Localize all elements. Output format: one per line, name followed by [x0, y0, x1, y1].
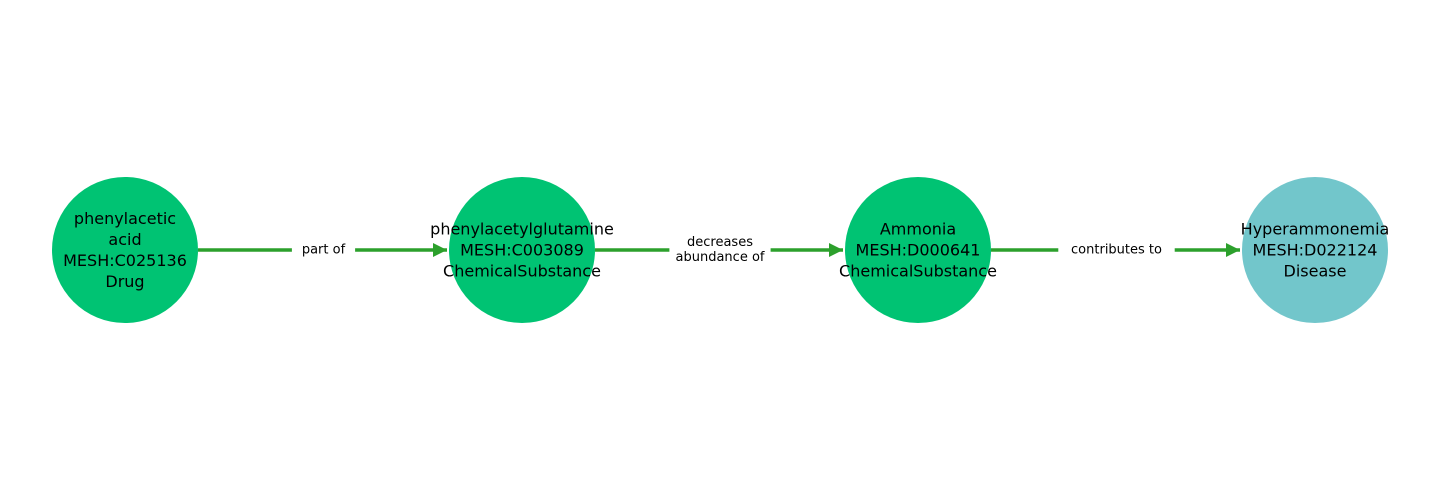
node-label: Hyperammonemia [1241, 220, 1390, 239]
node-label: MESH:C025136 [63, 251, 187, 270]
node-label: phenylacetic [74, 209, 176, 228]
node-circle[interactable] [449, 177, 595, 323]
edge-label-background [1058, 240, 1175, 260]
nodes-layer: phenylaceticacidMESH:C025136Drugphenylac… [52, 177, 1389, 323]
edge: part of [198, 240, 447, 260]
graph-node[interactable]: phenylacetylglutamineMESH:C003089Chemica… [430, 177, 614, 323]
node-label: MESH:D022124 [1253, 241, 1378, 260]
node-label: Disease [1284, 262, 1347, 281]
node-circle[interactable] [845, 177, 991, 323]
node-circle[interactable] [1242, 177, 1388, 323]
node-label: Drug [105, 272, 144, 291]
edge-label: part of [302, 243, 346, 258]
node-label: ChemicalSubstance [839, 262, 997, 281]
edge-label-background [669, 233, 771, 267]
edge-label: decreases [687, 235, 753, 250]
node-circle[interactable] [52, 177, 198, 323]
node-label: ChemicalSubstance [443, 262, 601, 281]
edge-label: contributes to [1071, 243, 1162, 258]
edge: contributes to [991, 240, 1240, 260]
edge-label-background [291, 240, 356, 260]
node-label: MESH:D000641 [856, 241, 981, 260]
node-label: Ammonia [880, 220, 956, 239]
node-label: acid [108, 230, 141, 249]
node-label: MESH:C003089 [460, 241, 584, 260]
edge-label: abundance of [676, 250, 765, 265]
node-label: phenylacetylglutamine [430, 220, 614, 239]
